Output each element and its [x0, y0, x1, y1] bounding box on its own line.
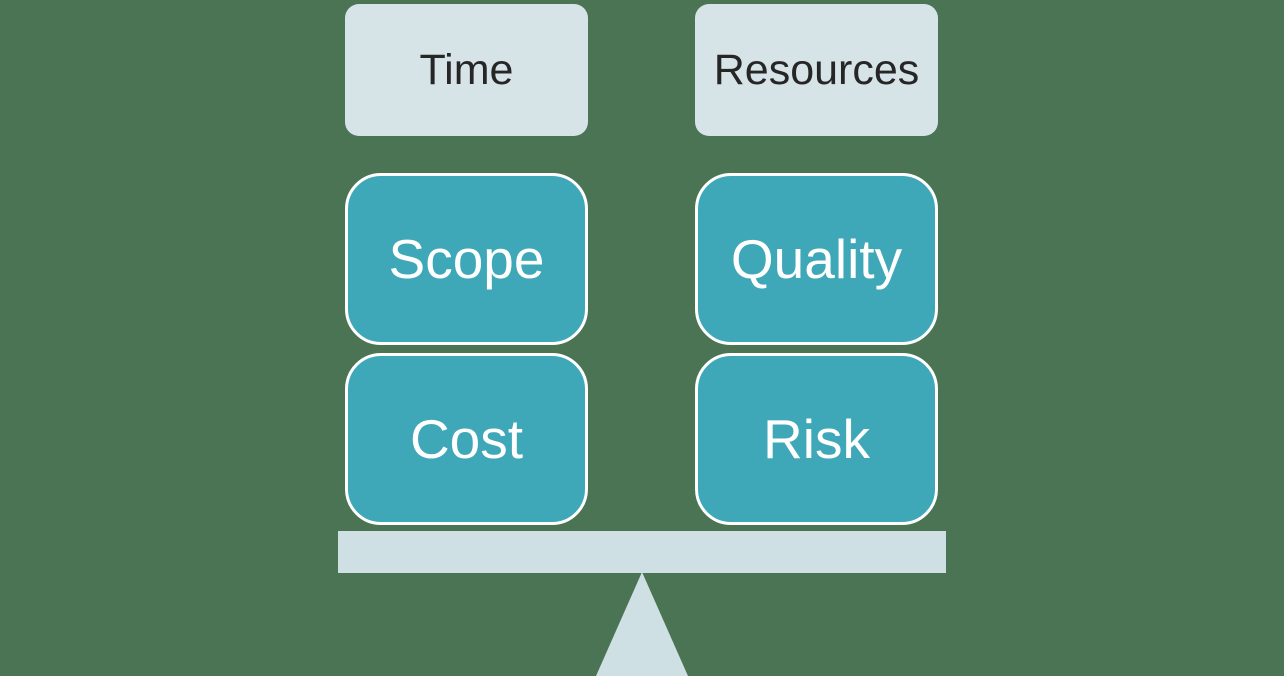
fulcrum-triangle-icon	[596, 572, 688, 676]
constraint-box-cost: Cost	[345, 353, 588, 525]
constraint-box-risk: Risk	[695, 353, 938, 525]
constraint-box-quality: Quality	[695, 173, 938, 345]
header-box-resources: Resources	[695, 4, 938, 136]
header-box-time: Time	[345, 4, 588, 136]
constraint-box-scope: Scope	[345, 173, 588, 345]
balance-beam	[338, 531, 946, 573]
